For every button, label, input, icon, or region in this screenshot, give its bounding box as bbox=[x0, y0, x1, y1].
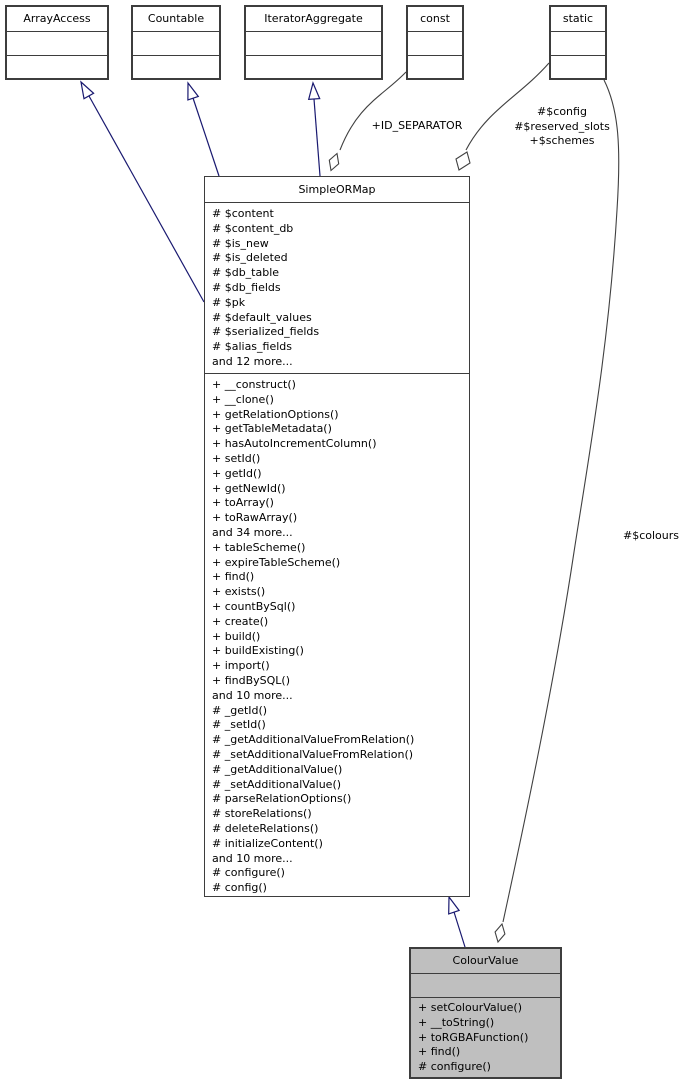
member: + create() bbox=[212, 614, 269, 628]
class-attributes-static bbox=[551, 31, 605, 55]
edge-label-schemes: +$schemes bbox=[529, 134, 595, 148]
member: + import() bbox=[212, 659, 270, 673]
inheritance-edge-colourvalue-simpleormap bbox=[448, 895, 466, 948]
member: + countBySql() bbox=[212, 599, 296, 613]
member: # $alias_fields bbox=[212, 340, 293, 354]
member: + toArray() bbox=[212, 496, 274, 510]
class-methods-const bbox=[408, 55, 462, 78]
class-attributes-countable bbox=[133, 31, 219, 55]
class-methods-colourvalue: + setColourValue()+ __toString()+ toRGBA… bbox=[411, 997, 560, 1077]
class-title-colourvalue[interactable]: ColourValue bbox=[452, 954, 519, 967]
usage-edge-static-colourvalue bbox=[494, 79, 620, 944]
class-attributes-iteratoraggregate bbox=[246, 31, 381, 55]
class-attributes-colourvalue bbox=[411, 973, 560, 997]
edge-label-static-members: #$config #$reserved_slots +$schemes bbox=[514, 105, 610, 149]
member: + __construct() bbox=[212, 378, 296, 391]
usage-edge-static-simpleormap bbox=[455, 62, 550, 171]
member: # _setAdditionalValueFromRelation() bbox=[212, 747, 414, 761]
member: + toRGBAFunction() bbox=[418, 1030, 529, 1044]
class-methods-static bbox=[551, 55, 605, 78]
member: + getRelationOptions() bbox=[212, 407, 339, 421]
member: # $db_table bbox=[212, 266, 280, 280]
member: # _setId() bbox=[212, 718, 266, 732]
member: + find() bbox=[418, 1045, 461, 1059]
member: # $pk bbox=[212, 295, 246, 309]
member: and 10 more... bbox=[212, 688, 293, 702]
edge-label-id-separator: +ID_SEPARATOR bbox=[371, 119, 463, 132]
class-title-static[interactable]: static bbox=[562, 12, 594, 25]
member: # _getAdditionalValueFromRelation() bbox=[212, 733, 415, 747]
class-methods-iteratoraggregate bbox=[246, 55, 381, 78]
class-node-countable[interactable]: Countable bbox=[131, 5, 221, 80]
member: # $content_db bbox=[212, 221, 294, 235]
member: # _getId() bbox=[212, 703, 268, 717]
member: # $content bbox=[212, 207, 274, 220]
edge-label-colours: #$colours bbox=[622, 529, 680, 542]
member: + setColourValue() bbox=[418, 1001, 523, 1014]
member: and 10 more... bbox=[212, 851, 293, 865]
member: + expireTableScheme() bbox=[212, 555, 341, 569]
edge-label-reserved-slots: #$reserved_slots bbox=[514, 119, 610, 133]
inheritance-edge-iteratoraggregate bbox=[307, 81, 321, 177]
class-methods-arrayaccess bbox=[7, 55, 107, 78]
class-methods-countable bbox=[133, 55, 219, 78]
member: # initializeContent() bbox=[212, 836, 323, 850]
member: # _setAdditionalValue() bbox=[212, 777, 342, 791]
class-node-iteratoraggregate[interactable]: IteratorAggregate bbox=[244, 5, 383, 80]
member: + setId() bbox=[212, 451, 261, 465]
member: # configure() bbox=[418, 1060, 491, 1074]
inheritance-edge-countable bbox=[187, 81, 220, 177]
member: + getTableMetadata() bbox=[212, 422, 332, 436]
member: # $is_new bbox=[212, 236, 269, 250]
member: # $serialized_fields bbox=[212, 325, 320, 339]
member: + find() bbox=[212, 570, 255, 584]
member: + __clone() bbox=[212, 392, 274, 406]
inheritance-edge-arrayaccess bbox=[80, 80, 205, 303]
member: + getId() bbox=[212, 466, 262, 480]
member: # storeRelations() bbox=[212, 807, 312, 821]
member: # $db_fields bbox=[212, 280, 281, 294]
member: # config() bbox=[212, 881, 267, 895]
member: and 34 more... bbox=[212, 525, 293, 539]
member: + exists() bbox=[212, 585, 266, 599]
edge-label-config: #$config bbox=[537, 105, 587, 118]
member: # deleteRelations() bbox=[212, 821, 319, 835]
class-node-arrayaccess[interactable]: ArrayAccess bbox=[5, 5, 109, 80]
member: # $default_values bbox=[212, 310, 312, 324]
member: + __toString() bbox=[418, 1015, 495, 1029]
member: + build() bbox=[212, 629, 261, 643]
class-node-colourvalue[interactable]: ColourValue + setColourValue()+ __toStri… bbox=[409, 947, 562, 1079]
class-title-const[interactable]: const bbox=[420, 12, 450, 25]
class-attributes-simpleormap: # $content# $content_db# $is_new# $is_de… bbox=[205, 202, 469, 373]
member: + hasAutoIncrementColumn() bbox=[212, 437, 377, 451]
class-node-static[interactable]: static bbox=[549, 5, 607, 80]
member: + toRawArray() bbox=[212, 511, 298, 525]
class-title-countable[interactable]: Countable bbox=[147, 12, 205, 25]
class-attributes-arrayaccess bbox=[7, 31, 107, 55]
usage-edge-const-id-separator bbox=[328, 71, 407, 172]
member: + findBySQL() bbox=[212, 673, 291, 687]
member: + buildExisting() bbox=[212, 644, 304, 658]
member: and 12 more... bbox=[212, 354, 293, 368]
class-methods-simpleormap: + __construct()+ __clone()+ getRelationO… bbox=[205, 373, 469, 895]
class-title-iteratoraggregate[interactable]: IteratorAggregate bbox=[264, 12, 363, 25]
class-attributes-const bbox=[408, 31, 462, 55]
member: + getNewId() bbox=[212, 481, 286, 495]
class-title-simpleormap[interactable]: SimpleORMap bbox=[298, 183, 376, 196]
class-node-simpleormap[interactable]: SimpleORMap # $content# $content_db# $is… bbox=[204, 176, 470, 897]
class-title-arrayaccess[interactable]: ArrayAccess bbox=[23, 12, 91, 25]
member: # _getAdditionalValue() bbox=[212, 762, 343, 776]
member: # $is_deleted bbox=[212, 251, 288, 265]
class-node-const[interactable]: const bbox=[406, 5, 464, 80]
member: # parseRelationOptions() bbox=[212, 792, 352, 806]
member: + tableScheme() bbox=[212, 540, 306, 554]
member: # configure() bbox=[212, 866, 285, 880]
